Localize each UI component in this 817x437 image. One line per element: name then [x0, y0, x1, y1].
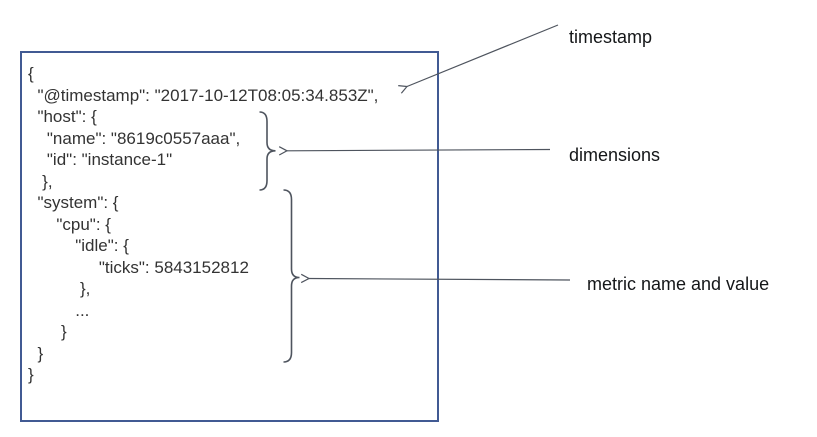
timestamp-label: timestamp [569, 27, 653, 47]
json-document-box: { "@timestamp": "2017-10-12T08:05:34.853… [20, 51, 439, 422]
dimensions-label: dimensions [569, 145, 661, 165]
json-code: { "@timestamp": "2017-10-12T08:05:34.853… [28, 64, 379, 384]
metric-name-and-value-label: metric name and value [587, 274, 770, 294]
